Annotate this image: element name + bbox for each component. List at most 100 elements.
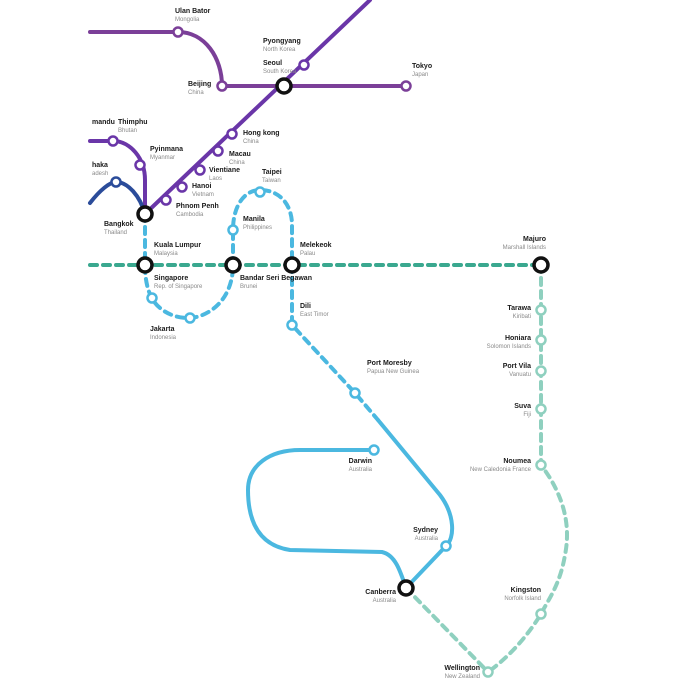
station-marker-hong-kong <box>226 128 238 140</box>
station-name: Suva <box>514 403 531 410</box>
lines-layer <box>88 0 570 674</box>
station-name: Thimphu <box>118 119 148 126</box>
station-name: Dili <box>300 303 311 310</box>
station-country: New Zealand <box>445 674 480 680</box>
station-country: Vanuatu <box>509 372 531 378</box>
station-name: Honiara <box>505 335 531 342</box>
station-country: New Caledonia France <box>470 467 532 473</box>
station-name: Port Vila <box>503 363 531 370</box>
station-country: Mongolia <box>175 17 200 23</box>
line-manila-loop <box>231 188 294 267</box>
station-marker-vientiane <box>194 164 206 176</box>
station-name: Bandar Seri Begawan <box>240 275 312 282</box>
interchange-marker-canberra <box>397 579 415 597</box>
interchange-marker-bandar-seri-begawan <box>224 256 242 274</box>
station-name: Kingston <box>511 587 541 594</box>
station-country: Brunei <box>240 284 257 290</box>
station-marker-pyinmana <box>134 159 146 171</box>
station-country: Myanmar <box>150 155 175 161</box>
station-country: Palau <box>300 251 315 257</box>
station-name: mandu <box>92 119 115 126</box>
station-name: Beijing <box>188 81 211 88</box>
station-name: Canberra <box>365 589 396 596</box>
station-country: Marshall Islands <box>503 245 546 251</box>
station-name: Kuala Lumpur <box>154 242 201 249</box>
station-marker-wellington <box>482 666 494 678</box>
station-marker-singapore <box>146 292 158 304</box>
station-marker-jakarta <box>184 312 196 324</box>
station-name: Manila <box>243 216 265 223</box>
station-name: Taipei <box>262 169 282 176</box>
station-name: Ulan Bator <box>175 8 211 15</box>
station-marker-phnom-penh <box>160 194 172 206</box>
line-melekeok-portmoresby <box>290 263 380 422</box>
station-country: Papua New Guinea <box>367 369 420 375</box>
station-country: China <box>243 139 259 145</box>
station-country: Norfolk Island <box>504 596 541 602</box>
station-marker-thimphu <box>107 135 119 147</box>
station-marker-manila <box>227 224 239 236</box>
station-marker-kingston <box>535 608 547 620</box>
station-name: Port Moresby <box>367 360 412 367</box>
station-name: Phnom Penh <box>176 203 219 210</box>
station-marker-port-moresby <box>349 387 361 399</box>
station-country: North Korea <box>263 47 296 53</box>
interchange-marker-majuro <box>532 256 550 274</box>
station-label-mandu: mandu <box>92 119 115 126</box>
station-country: Rep. of Singapore <box>154 284 203 290</box>
station-name: Singapore <box>154 275 188 282</box>
station-country: adesh <box>92 171 108 177</box>
station-marker-darwin <box>368 444 380 456</box>
station-marker-pyongyang <box>298 59 310 71</box>
station-name: Melekeok <box>300 242 332 249</box>
station-country: Bhutan <box>118 128 137 134</box>
station-marker-dhaka <box>110 176 122 188</box>
station-name: Pyongyang <box>263 38 301 45</box>
station-name: Tarawa <box>507 305 531 312</box>
station-country: Australia <box>349 467 373 473</box>
line-singapore-loop <box>143 212 235 320</box>
interchange-marker-melekeok <box>283 256 301 274</box>
station-country: Taiwan <box>262 178 281 184</box>
station-name: Vientiane <box>209 167 240 174</box>
station-country: China <box>188 90 204 96</box>
station-country: Philippines <box>243 225 272 231</box>
station-name: Wellington <box>444 665 480 672</box>
station-name: Macau <box>229 151 251 158</box>
station-name: Sydney <box>413 527 438 534</box>
station-country: Solomon Islands <box>487 344 531 350</box>
station-name: Majuro <box>523 236 546 243</box>
station-name: Tokyo <box>412 63 432 70</box>
station-country: Indonesia <box>150 335 177 341</box>
station-marker-honiara <box>535 334 547 346</box>
station-name: Hanoi <box>192 183 212 190</box>
station-name: Noumea <box>503 458 531 465</box>
line-canberra-wellington <box>404 586 490 674</box>
station-marker-sydney <box>440 540 452 552</box>
station-marker-tokyo <box>400 80 412 92</box>
station-country: Malaysia <box>154 251 178 257</box>
station-marker-taipei <box>254 186 266 198</box>
